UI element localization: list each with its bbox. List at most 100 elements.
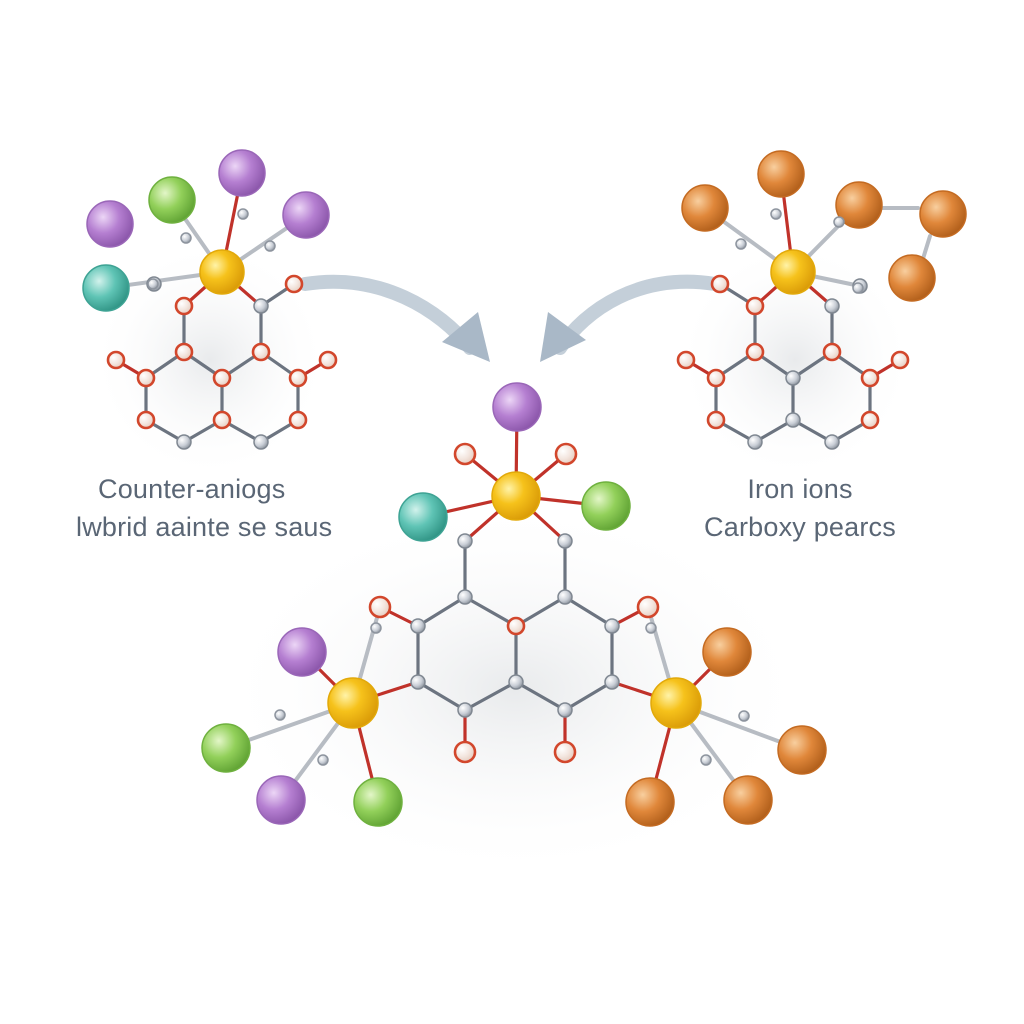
oxygen-atom — [890, 350, 910, 370]
carbon-atom — [457, 533, 473, 549]
carbon-atom — [457, 702, 473, 718]
oxygen-atom — [212, 410, 232, 430]
oxygen-atom — [288, 410, 308, 430]
carbon-atom — [410, 618, 426, 634]
metal-center-atom — [650, 677, 702, 729]
oxygen-atom — [174, 296, 194, 316]
carbon-atom — [508, 674, 524, 690]
carbon-atom — [457, 589, 473, 605]
oxygen-atom — [136, 368, 156, 388]
right-label-line1: Iron ions — [747, 474, 853, 504]
purple-ligand-atom — [256, 775, 306, 825]
orange-ligand-atom — [919, 190, 967, 238]
left-label-line1: Counter-aniogs — [98, 474, 286, 504]
linker-atom — [852, 282, 864, 294]
carbon-atom — [176, 434, 192, 450]
oxygen-atom — [318, 350, 338, 370]
carbon-atom — [410, 674, 426, 690]
linker-atom — [735, 238, 747, 250]
linker-atom — [264, 240, 276, 252]
oxygen-atom — [212, 368, 232, 388]
oxygen-atom — [745, 342, 765, 362]
purple-ligand-atom — [282, 191, 330, 239]
oxygen-atom — [676, 350, 696, 370]
green-ligand-atom — [201, 723, 251, 773]
right-label-line2: Carboxy pearcs — [704, 512, 896, 542]
green-ligand-atom — [581, 481, 631, 531]
orange-ligand-atom — [777, 725, 827, 775]
bond — [416, 680, 467, 712]
teal-ligand-atom — [398, 492, 448, 542]
bond — [514, 680, 567, 712]
carbon-atom — [557, 533, 573, 549]
oxygen-atom — [251, 342, 271, 362]
oxygen-atom — [706, 368, 726, 388]
right-arrow-head — [540, 312, 586, 362]
carbon-atom — [785, 370, 801, 386]
linker-atom — [833, 216, 845, 228]
orange-ligand-atom — [888, 254, 936, 302]
oxygen-atom — [710, 274, 730, 294]
soft-shadow — [675, 240, 915, 480]
background-shadows — [90, 240, 915, 880]
left-arrow-head — [442, 312, 490, 362]
oxygen-atom — [822, 342, 842, 362]
green-ligand-atom — [353, 777, 403, 827]
linker-atom — [370, 622, 382, 634]
oxygen-atom — [453, 442, 477, 466]
purple-ligand-atom — [218, 149, 266, 197]
oxygen-atom — [284, 274, 304, 294]
carbon-atom — [604, 618, 620, 634]
purple-ligand-atom — [492, 382, 542, 432]
metal-center-atom — [199, 249, 245, 295]
bond — [416, 595, 467, 628]
linker-atom — [274, 709, 286, 721]
carbon-atom — [557, 702, 573, 718]
oxygen-atom — [636, 595, 660, 619]
bond — [514, 595, 567, 628]
soft-shadow — [215, 500, 815, 880]
metal-center-atom — [491, 471, 541, 521]
carbon-atom — [824, 434, 840, 450]
metal-center-atom — [770, 249, 816, 295]
oxygen-atom — [453, 740, 477, 764]
green-ligand-atom — [148, 176, 196, 224]
oxygen-atom — [368, 595, 392, 619]
left-label-line2: lwbrid aainte se saus — [76, 512, 333, 542]
linker-atom — [700, 754, 712, 766]
bond — [463, 680, 518, 712]
oxygen-atom — [136, 410, 156, 430]
orange-ligand-atom — [835, 181, 883, 229]
orange-ligand-atom — [757, 150, 805, 198]
orange-ligand-atom — [681, 184, 729, 232]
bond — [563, 595, 614, 628]
teal-ligand-atom — [82, 264, 130, 312]
linker-atom — [738, 710, 750, 722]
carbon-atom — [253, 434, 269, 450]
linker-atom — [317, 754, 329, 766]
orange-ligand-atom — [625, 777, 675, 827]
purple-ligand-atom — [86, 200, 134, 248]
oxygen-atom — [860, 410, 880, 430]
carbon-atom — [557, 589, 573, 605]
reaction-arrows — [298, 274, 722, 362]
carbon-atom — [824, 298, 840, 314]
linker-atom — [180, 232, 192, 244]
orange-ligand-atom — [723, 775, 773, 825]
purple-ligand-atom — [277, 627, 327, 677]
oxygen-atom — [745, 296, 765, 316]
orange-ligand-atom — [702, 627, 752, 677]
carbon-atom — [253, 298, 269, 314]
bond — [463, 595, 518, 628]
oxygen-atom — [706, 410, 726, 430]
left-arrow — [298, 274, 477, 355]
oxygen-atom — [553, 740, 577, 764]
oxygen-atom — [174, 342, 194, 362]
atoms — [82, 149, 967, 827]
linker-atom — [645, 622, 657, 634]
metal-center-atom — [327, 677, 379, 729]
carbon-atom — [785, 412, 801, 428]
carbon-atom — [747, 434, 763, 450]
oxygen-atom — [860, 368, 880, 388]
